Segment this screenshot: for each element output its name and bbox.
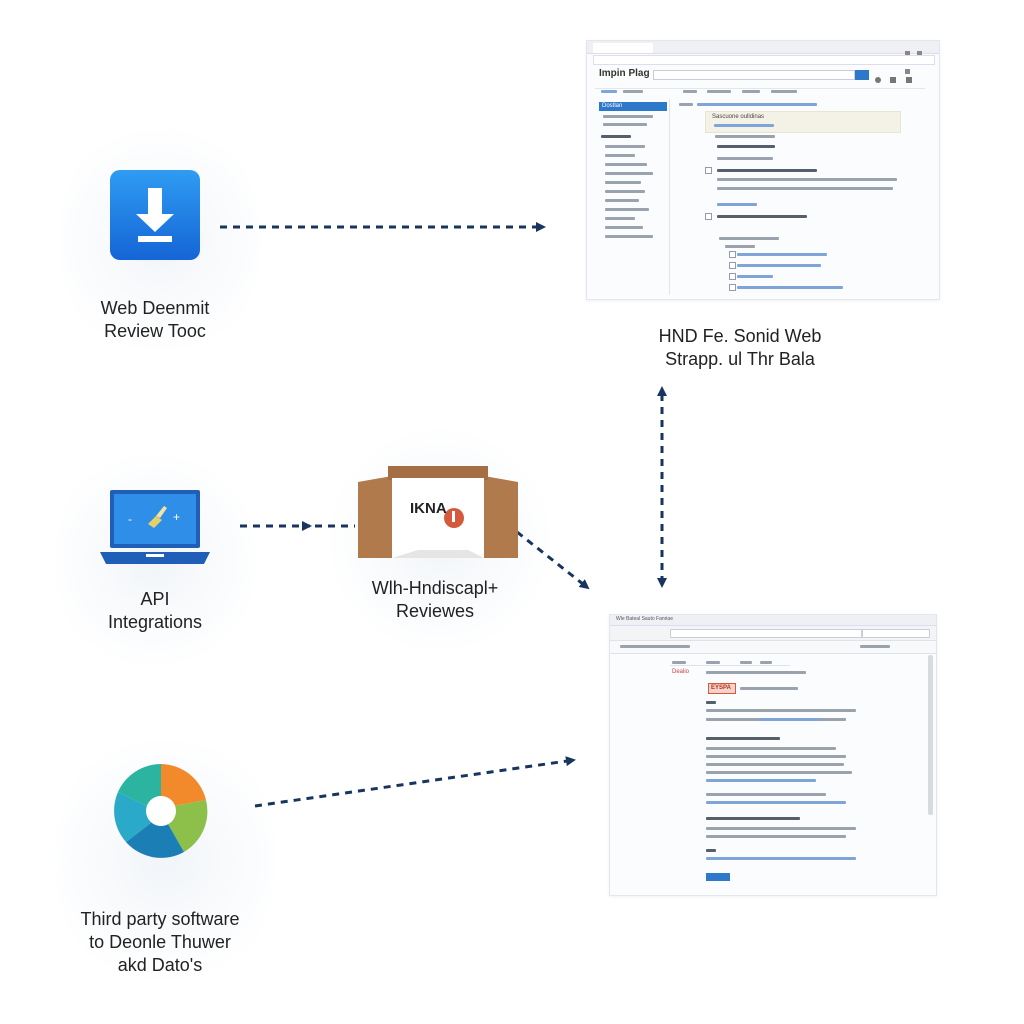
api-label: API Integrations — [107, 589, 203, 632]
aperture-icon — [112, 762, 210, 860]
store-logo: Impin Plag — [599, 68, 650, 79]
browser-tab-label[interactable]: Wle Bateal Sauto Fanriae — [616, 616, 673, 622]
arrow-third-to-app — [254, 756, 576, 808]
svg-text:+: + — [173, 510, 180, 524]
store-search-input[interactable] — [653, 70, 855, 80]
web-app-label: HND Fe. Sonid Web Strapp. ul Thr Bala — [658, 326, 822, 369]
store-search-button[interactable] — [855, 70, 869, 80]
app-search-input[interactable] — [862, 629, 930, 638]
box-icon: IKNA — [358, 466, 518, 562]
header-icons[interactable] — [875, 70, 923, 83]
address-bar[interactable] — [593, 55, 935, 65]
submit-button[interactable] — [706, 873, 730, 881]
box-text: IKNA — [410, 500, 447, 517]
bottom-app-screenshot: Wle Bateal Sauto Fanriae Dealio EYSPA — [609, 614, 937, 896]
scrollbar[interactable] — [928, 655, 933, 815]
side-label: Dealio — [672, 669, 690, 675]
sidebar-tab-active[interactable]: Dostlan — [599, 102, 667, 111]
top-store-screenshot: Impin Plag Dostlan Sascuone oulldinas — [586, 40, 940, 300]
app-tabs[interactable] — [670, 657, 790, 666]
filter-box: Sascuone oulldinas — [705, 111, 901, 133]
web-tool-label: Web Deenmit Review Tooc — [100, 298, 210, 341]
laptop-icon: - + — [100, 488, 210, 568]
filter-text: Sascuone oulldinas — [712, 114, 765, 120]
svg-text:-: - — [128, 512, 132, 526]
app-menu-bar — [610, 641, 936, 654]
box-label: Wlh-Hndiscapl+ Reviewes — [371, 578, 499, 621]
third-party-label: Third party software to Deonle Thuwer ak… — [80, 909, 240, 975]
sidebar: Dostlan — [595, 99, 670, 295]
browser-tabbar — [610, 615, 936, 626]
app-address-bar[interactable] — [670, 629, 862, 638]
browser-tab[interactable] — [593, 43, 653, 53]
browser-tabbar — [587, 41, 939, 54]
status-badge: EYSPA — [708, 683, 736, 694]
download-icon — [110, 170, 200, 260]
arrow-box-to-app — [516, 530, 590, 590]
window-controls[interactable] — [905, 43, 933, 74]
